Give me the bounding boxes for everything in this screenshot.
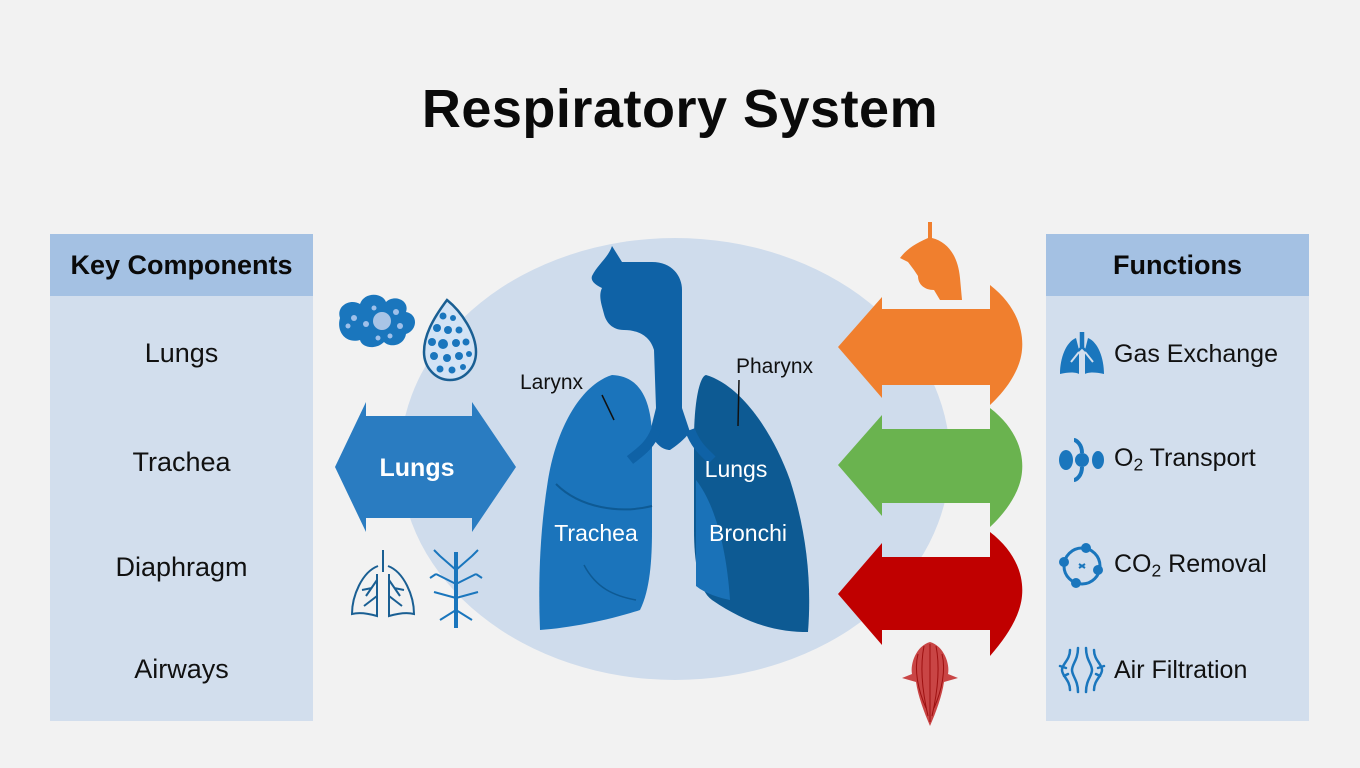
- red-double-arrow: [838, 532, 1023, 656]
- co2-rest: Removal: [1161, 550, 1267, 579]
- pharynx-label: Pharynx: [736, 355, 814, 378]
- oxygen-transport-icon: [1059, 438, 1104, 482]
- function-o2-transport-label: O2 Transport: [1114, 444, 1256, 475]
- left-lung-fissure: [555, 483, 653, 511]
- head-profile-icon: [900, 222, 962, 300]
- bronchi-branches: [626, 428, 716, 464]
- alveoli-cluster-icon: [339, 294, 415, 348]
- function-co2-removal: CO2 Removal: [1056, 540, 1267, 592]
- key-components-panel: Key Components Lungs Trachea Diaphragm A…: [50, 234, 313, 721]
- green-double-arrow: [838, 408, 1023, 527]
- o2-main: O: [1114, 444, 1134, 473]
- component-trachea: Trachea: [132, 447, 231, 477]
- lungs-double-arrow: [335, 402, 516, 532]
- component-airways: Airways: [134, 654, 229, 684]
- trachea-lung-label: Trachea: [554, 520, 638, 546]
- co2-main: CO: [1114, 550, 1152, 579]
- larynx-leader-line: [601, 394, 615, 421]
- function-o2-transport: O2 Transport: [1056, 434, 1256, 486]
- function-gas-exchange-label: Gas Exchange: [1114, 339, 1278, 368]
- key-components-heading: Key Components: [50, 234, 313, 296]
- component-lungs: Lungs: [144, 338, 219, 368]
- page-title: Respiratory System: [421, 79, 939, 139]
- co2-molecule-icon: [1059, 543, 1103, 588]
- head-trachea-silhouette: [591, 246, 690, 450]
- lungs-icon: [1060, 332, 1104, 374]
- orange-double-arrow: [838, 285, 1023, 405]
- right-lung-lobe: [696, 480, 730, 600]
- left-lung-fissure-lower: [583, 564, 637, 601]
- pharynx-leader-line: [737, 379, 740, 427]
- o2-rest: Transport: [1143, 444, 1256, 473]
- arrow-lungs-label: Lungs: [380, 454, 455, 482]
- diaphragm-muscle-icon: [902, 642, 958, 726]
- function-air-filtration: Air Filtration: [1056, 644, 1247, 696]
- function-co2-removal-label: CO2 Removal: [1114, 550, 1267, 581]
- o2-subscript: 2: [1133, 454, 1144, 475]
- alveolus-sac-icon: [422, 298, 478, 382]
- air-filter-icon: [1058, 646, 1106, 694]
- function-gas-exchange: Gas Exchange: [1056, 328, 1278, 380]
- functions-panel: Functions Gas Exchange O2 Transport: [1046, 234, 1309, 721]
- component-diaphragm: Diaphragm: [115, 552, 248, 582]
- functions-heading: Functions: [1046, 234, 1309, 296]
- function-air-filtration-label: Air Filtration: [1114, 655, 1248, 684]
- lung-outline-icon: [350, 550, 416, 618]
- lungs-lung-label: Lungs: [705, 456, 768, 482]
- larynx-label: Larynx: [520, 371, 584, 394]
- background-circle: [400, 238, 950, 680]
- bronchial-tree-icon: [429, 549, 483, 628]
- co2-subscript: 2: [1151, 560, 1162, 581]
- bronchi-lung-label: Bronchi: [709, 520, 787, 546]
- left-lung: [539, 375, 652, 630]
